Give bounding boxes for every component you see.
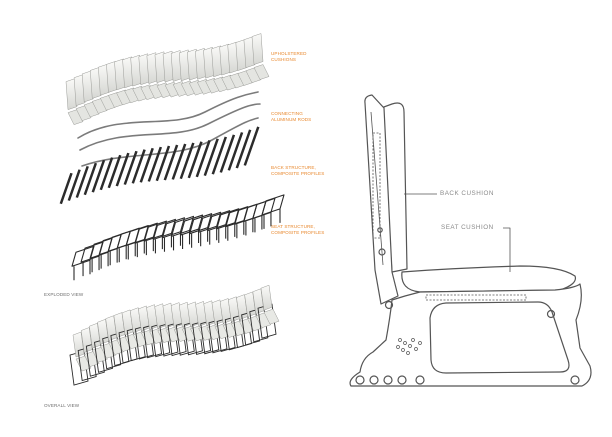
seat-profile-frame xyxy=(125,224,149,260)
connecting-rods-exploded xyxy=(77,91,261,167)
side-elevation-drawing xyxy=(349,94,592,387)
cushions-annotation-line2: CUSHIONS xyxy=(271,56,297,62)
overall-back-cushion xyxy=(260,284,273,311)
back-profile xyxy=(99,157,114,191)
back-structure-annotation-line2: COMPOSITE PROFILES xyxy=(271,170,325,176)
overall-back-cushion xyxy=(72,331,85,358)
frame-opening xyxy=(429,301,570,374)
back-profile xyxy=(75,165,89,198)
overall-view-caption: OVERALL VIEW xyxy=(44,403,80,408)
back-profile xyxy=(83,162,98,196)
back-profile xyxy=(139,147,154,183)
cushion-slat xyxy=(243,36,256,69)
back-profile xyxy=(219,134,236,173)
rods-annotation-line2: ALUMINUM RODS xyxy=(271,116,312,122)
back-structure-annotation-line1: BACK STRUCTURE, xyxy=(271,165,316,170)
cushion-slat xyxy=(81,70,94,103)
back-profile xyxy=(235,129,252,169)
back-structure-annotation: BACK STRUCTURE, COMPOSITE PROFILES xyxy=(271,165,324,176)
back-profile xyxy=(147,146,163,182)
back-profile xyxy=(163,144,179,181)
seat-structure-annotation-line1: SEAT STRUCTURE, xyxy=(271,224,315,229)
back-profile xyxy=(67,169,81,201)
back-profile xyxy=(171,143,187,180)
seat-cushion-leader xyxy=(503,227,511,272)
back-profile xyxy=(243,126,260,166)
hinge-rivets xyxy=(396,338,422,355)
back-profile xyxy=(211,136,228,175)
seat-structure-annotation-line2: COMPOSITE PROFILES xyxy=(271,229,325,235)
overall-back-cushion xyxy=(89,322,101,349)
back-profile xyxy=(91,159,106,193)
cushion-slat xyxy=(89,67,102,99)
back-profile xyxy=(123,150,138,185)
seat-structure-annotation: SEAT STRUCTURE, COMPOSITE PROFILES xyxy=(271,224,324,235)
back-frame-outline xyxy=(364,94,399,305)
aluminum-rod xyxy=(77,91,259,139)
back-profile xyxy=(203,138,219,176)
cushions-annotation: UPHOLSTERED CUSHIONS xyxy=(271,51,307,62)
back-profile xyxy=(131,149,146,184)
back-cushion-label: BACK CUSHION xyxy=(440,190,494,197)
back-profile xyxy=(179,142,195,180)
rods-annotation: CONNECTING ALUMINUM RODS xyxy=(271,111,311,122)
seat-profile-frame xyxy=(261,194,285,229)
upholstered-cushions-exploded xyxy=(65,33,270,125)
cushion-seat-slat xyxy=(253,64,270,80)
rods-annotation-line1: CONNECTING xyxy=(271,111,303,116)
back-profile xyxy=(187,141,203,179)
back-profile xyxy=(107,154,122,189)
cushion-seat-slat xyxy=(83,101,100,118)
seat-structure-exploded xyxy=(71,194,285,281)
aluminum-rod xyxy=(79,103,261,151)
cushion-seat-slat xyxy=(75,105,92,121)
seat-profile-frame xyxy=(216,208,240,243)
back-profile xyxy=(115,152,130,187)
back-cushion-shape xyxy=(380,102,408,273)
seat-cushion-shape xyxy=(401,265,577,293)
back-profile xyxy=(155,145,171,182)
cushions-annotation-line1: UPHOLSTERED xyxy=(271,51,307,56)
back-structure-exploded xyxy=(59,126,260,205)
back-profile xyxy=(195,140,211,178)
aluminum-rod xyxy=(81,117,259,167)
seat-cushion-label: SEAT CUSHION xyxy=(441,224,494,231)
overall-back-cushion xyxy=(80,327,93,353)
cushion-seat-slat xyxy=(67,109,84,125)
overall-seat-cushion xyxy=(263,308,280,325)
cushion-seat-slat xyxy=(245,67,262,84)
back-profile xyxy=(59,172,73,205)
cushion-seat-slat xyxy=(91,98,108,114)
cushion-slat xyxy=(73,74,86,107)
back-profile xyxy=(227,132,244,171)
cushion-slat xyxy=(65,78,78,110)
overall-bench-view xyxy=(69,284,280,386)
exploded-view-caption: EXPLODED VIEW xyxy=(44,292,84,297)
cushion-slat xyxy=(251,33,264,65)
